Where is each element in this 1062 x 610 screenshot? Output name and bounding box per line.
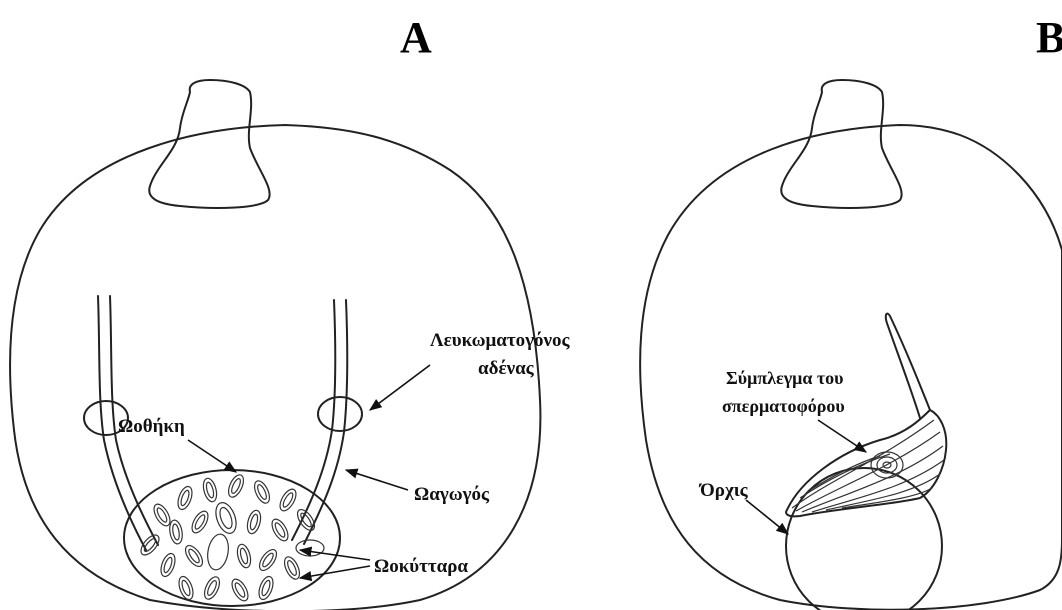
arrow-oviduct <box>346 470 408 490</box>
spermatophore-duct-outer <box>886 314 930 418</box>
body-outline-a <box>10 125 540 610</box>
head-b <box>781 80 901 208</box>
arrow-ovary <box>188 440 236 472</box>
oviduct-right-outer <box>292 300 335 540</box>
label-albumen-gland-line1: Λευκωματογόνος <box>430 330 570 351</box>
oocyte-cluster <box>138 473 324 604</box>
label-spermatophore-line2: σπερματοφόρου <box>722 396 845 416</box>
arrow-testis <box>746 500 788 534</box>
label-ovary: Ωοθήκη <box>118 416 185 437</box>
panel-a-letter: A <box>400 13 432 62</box>
label-testis: Όρχις <box>698 480 749 501</box>
label-spermatophore-line1: Σύμπλεγμα του <box>726 368 844 388</box>
albumen-gland-right <box>318 397 362 431</box>
label-oocytes: Ωοκύτταρα <box>374 556 468 577</box>
arrow-spermatophore <box>818 420 866 452</box>
panel-b-letter: B <box>1036 13 1062 62</box>
head-a <box>149 80 269 208</box>
panel-b: B Σύμπλεγμα του <box>640 13 1062 610</box>
body-outline-b <box>640 125 1062 610</box>
oviduct-right-inner <box>304 300 347 544</box>
label-oviduct: Ωαγωγός <box>414 484 490 505</box>
arrow-oocyte-2 <box>300 566 370 578</box>
panel-a: A <box>10 13 570 610</box>
arrow-albumen-gland <box>370 365 430 410</box>
label-albumen-gland-line2: αδένας <box>478 358 535 379</box>
testis <box>786 468 942 610</box>
